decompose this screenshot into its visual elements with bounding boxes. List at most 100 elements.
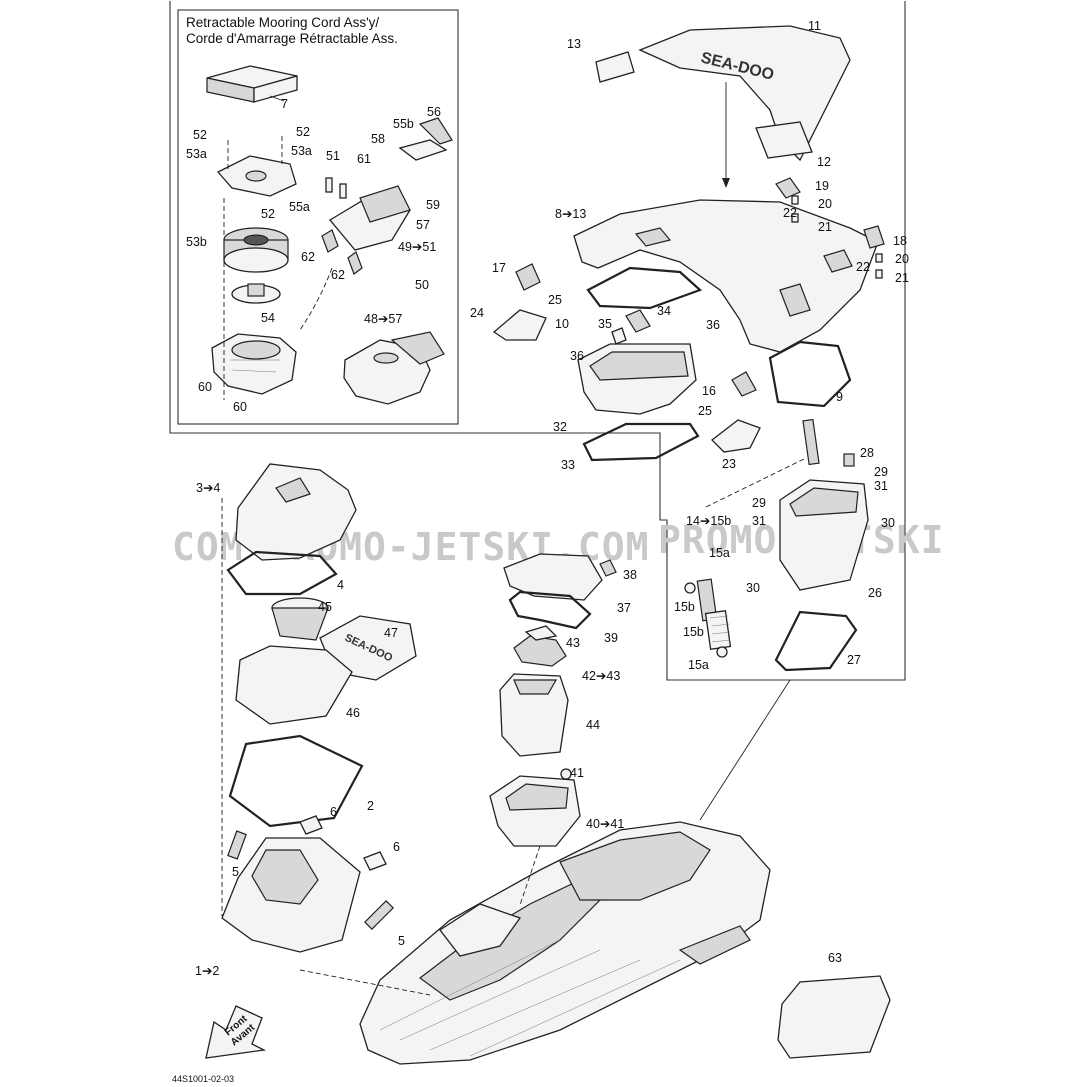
bin-gasket-33 <box>582 422 700 462</box>
latch-part-17-24 <box>492 263 547 341</box>
callout-48-57: 48➔57 <box>364 312 402 326</box>
callout-10: 10 <box>555 317 569 331</box>
callout-57: 57 <box>416 218 430 232</box>
air-intake-cover-3-4 <box>235 463 357 561</box>
callout-22: 22 <box>856 260 870 274</box>
cover-gasket-4 <box>226 550 338 596</box>
storage-lid-part <box>573 199 879 353</box>
callout-53a: 53a <box>186 147 207 161</box>
callout-43: 43 <box>566 636 580 650</box>
decal-arrowhead <box>722 178 730 188</box>
callout-52: 52 <box>261 207 275 221</box>
callout-32: 32 <box>553 420 567 434</box>
callout-63: 63 <box>828 951 842 965</box>
gasket-2 <box>228 734 364 828</box>
callout-1-2: 1➔2 <box>195 964 219 978</box>
clips-5-6 <box>227 815 394 930</box>
callout-30: 30 <box>746 581 760 595</box>
hinge-16-23 <box>711 371 761 453</box>
callout-13: 13 <box>567 37 581 51</box>
callout-15b: 15b <box>674 600 695 614</box>
callout-60: 60 <box>198 380 212 394</box>
callout-15b: 15b <box>683 625 704 639</box>
panel-46 <box>235 645 353 725</box>
cord-reel-part <box>223 227 289 273</box>
glove-box-26 <box>779 453 869 591</box>
callout-11: 11 <box>808 19 821 33</box>
callout-29: 29 <box>874 465 888 479</box>
callout-51: 51 <box>326 149 340 163</box>
detail-frame <box>169 1 906 681</box>
air-box-1-2 <box>221 837 361 953</box>
callout-62: 62 <box>331 268 345 282</box>
inset-title-line1: Retractable Mooring Cord Ass'y/ <box>186 15 379 30</box>
drawing-code: 44S1001-02-03 <box>172 1074 234 1084</box>
pad-63 <box>777 975 891 1059</box>
callout-2: 2 <box>367 799 374 813</box>
callout-31: 31 <box>874 479 888 493</box>
callout-59: 59 <box>426 198 440 212</box>
hull-lead-left <box>299 969 431 996</box>
callout-40-41: 40➔41 <box>586 817 624 831</box>
callout-47: 47 <box>384 626 398 640</box>
gas-spring-detail <box>684 578 732 658</box>
callout-60: 60 <box>233 400 247 414</box>
inset-cord-path <box>299 267 333 331</box>
callout-24: 24 <box>470 306 484 320</box>
cord-guide-assembly <box>325 117 453 251</box>
callout-44: 44 <box>586 718 600 732</box>
callout-61: 61 <box>357 152 371 166</box>
callout-50: 50 <box>415 278 429 292</box>
mooring-complete-part <box>343 331 445 405</box>
callout-3-4: 3➔4 <box>196 481 220 495</box>
callout-56: 56 <box>427 105 441 119</box>
callout-12: 12 <box>817 155 831 169</box>
gasket-9 <box>768 340 852 408</box>
cowl-37-38 <box>503 553 617 601</box>
reel-spring-part <box>231 283 281 304</box>
callout-4: 4 <box>337 578 344 592</box>
liner-44 <box>499 673 569 757</box>
callout-53a: 53a <box>291 144 312 158</box>
cord-package-part <box>206 65 298 103</box>
callout-17: 17 <box>492 261 506 275</box>
callout-8-13: 8➔13 <box>555 207 586 221</box>
mooring-housing-part <box>211 333 297 395</box>
callout-49-51: 49➔51 <box>398 240 436 254</box>
callout-36: 36 <box>706 318 720 332</box>
callout-54: 54 <box>261 311 275 325</box>
callout-5: 5 <box>398 934 405 948</box>
deck-decal-part: SEA-DOO <box>638 25 851 162</box>
callout-33: 33 <box>561 458 575 472</box>
callout-41: 41 <box>570 766 584 780</box>
callout-22: 22 <box>783 206 797 220</box>
callout-62: 62 <box>301 250 315 264</box>
callout-45: 45 <box>318 600 332 614</box>
callout-34: 34 <box>657 304 671 318</box>
callout-25: 25 <box>698 404 712 418</box>
front-arrow: Front Avant <box>205 1005 267 1059</box>
gasket-39 <box>508 590 592 630</box>
inset-title-line2: Corde d'Amarrage Rétractable Ass. <box>186 31 398 46</box>
callout-6: 6 <box>393 840 400 854</box>
watercraft-hull <box>359 821 771 1065</box>
tray-42-43 <box>513 625 567 667</box>
callout-52: 52 <box>193 128 207 142</box>
inset-frame <box>177 9 459 425</box>
callout-21: 21 <box>895 271 909 285</box>
decal-12 <box>755 121 813 159</box>
callout-46: 46 <box>346 706 360 720</box>
mooring-clip-part <box>321 229 363 275</box>
hull-lead-center <box>519 845 541 906</box>
callout-36: 36 <box>570 349 584 363</box>
callout-39: 39 <box>604 631 618 645</box>
callout-31: 31 <box>752 514 766 528</box>
callout-9: 9 <box>836 390 843 404</box>
callout-labels: 7 52 53a 52 53a 56 55b 58 51 61 59 57 52… <box>186 19 909 978</box>
callout-42-43: 42➔43 <box>582 669 620 683</box>
callout-27: 27 <box>847 653 861 667</box>
callout-55b: 55b <box>393 117 414 131</box>
glove-box-gasket-27 <box>774 610 858 672</box>
callout-15a: 15a <box>709 546 730 560</box>
callout-52: 52 <box>296 125 310 139</box>
